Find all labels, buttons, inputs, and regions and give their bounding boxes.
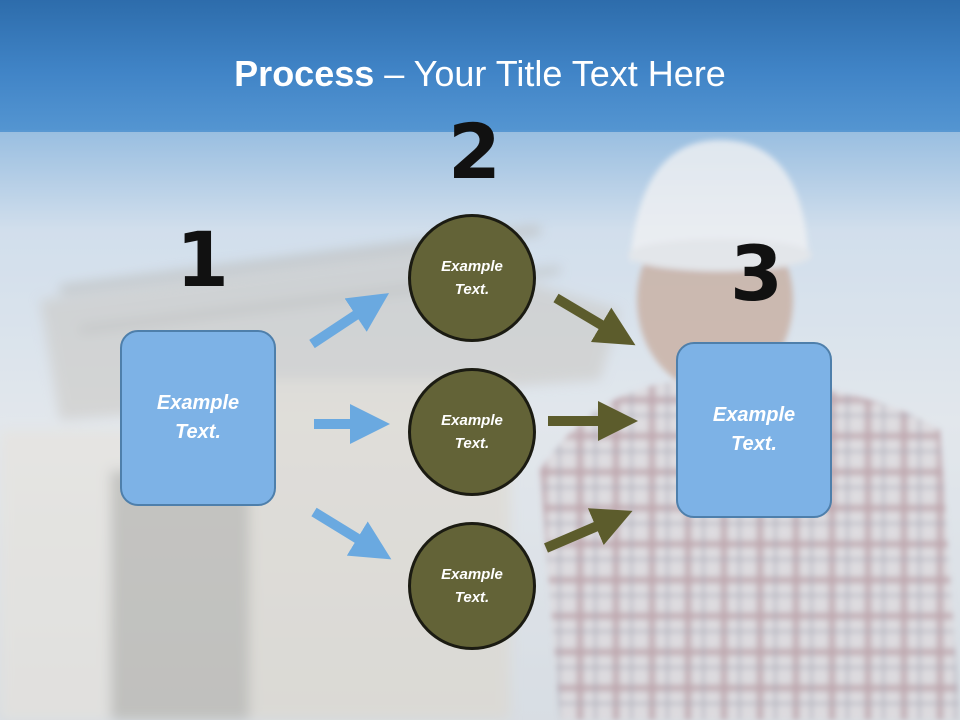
arrow-olive-up (544, 508, 633, 553)
slide-title: Process – Your Title Text Here (0, 52, 960, 96)
step-number-3: 3 (730, 229, 783, 318)
title-rest: – Your Title Text Here (374, 53, 726, 94)
arrow-olive-down (553, 293, 636, 346)
arrow-blue-up (309, 293, 390, 349)
circle-middle: Example Text. (408, 368, 536, 496)
left-box: Example Text. (120, 330, 276, 506)
step-number-2: 2 (448, 107, 501, 196)
title-bar (0, 0, 960, 132)
circle-top: Example Text. (408, 214, 536, 342)
step-number-1: 1 (176, 215, 229, 304)
title-bold: Process (234, 53, 375, 94)
right-box: Example Text. (676, 342, 832, 518)
circle-bottom: Example Text. (408, 522, 536, 650)
arrow-blue-down (311, 507, 392, 560)
